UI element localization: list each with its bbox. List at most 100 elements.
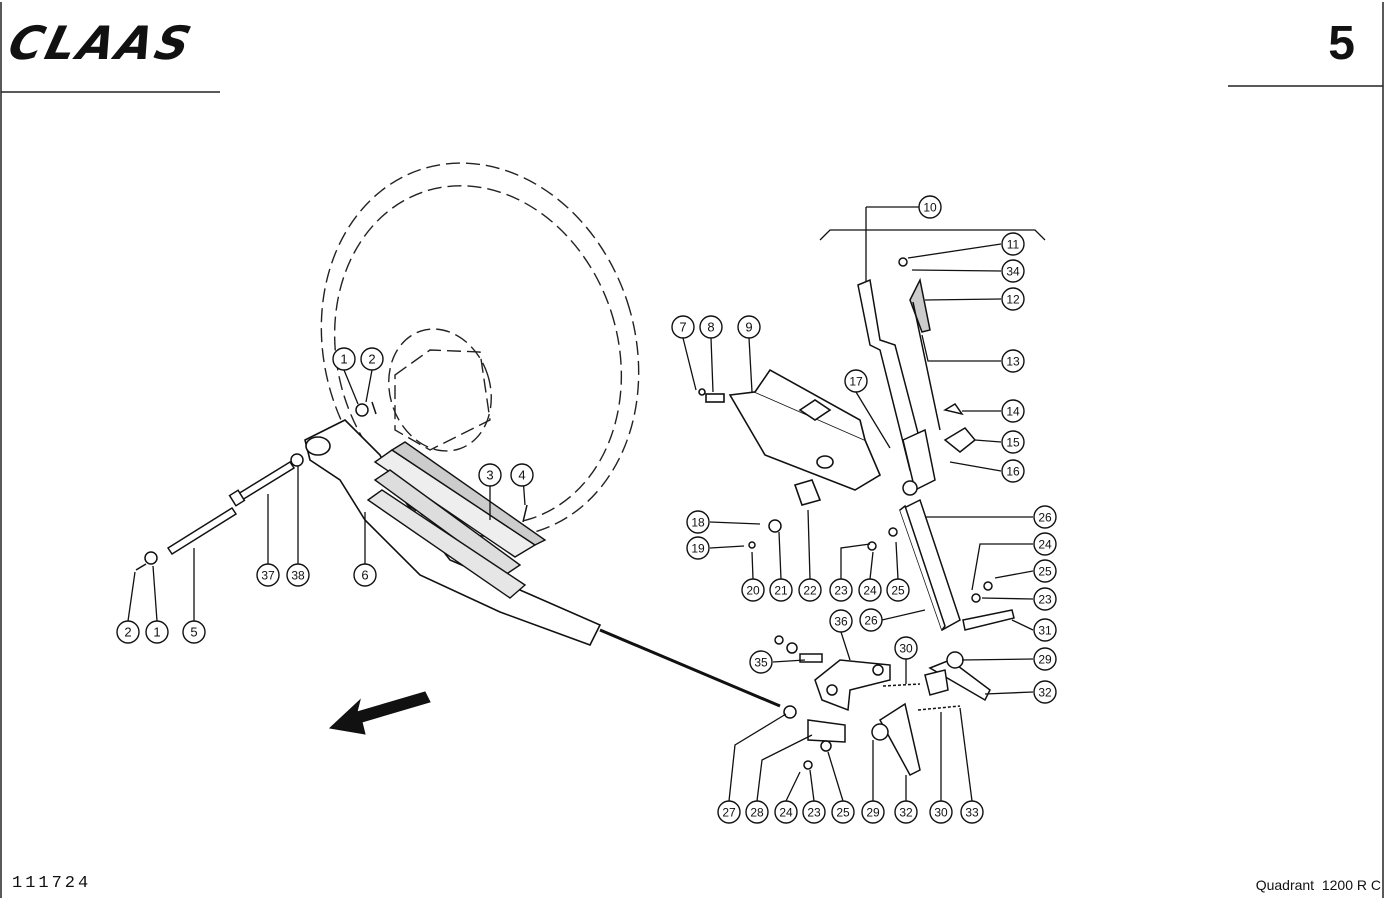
callout-label: 27 [722,806,736,820]
callout-label: 29 [1038,653,1052,667]
callout-c2a: 2 [360,347,384,371]
callout-circle [1001,232,1025,256]
callout-label: 24 [863,584,877,598]
callout-label: 23 [834,584,848,598]
callout-circle [1033,587,1057,611]
callout-label: 24 [779,806,793,820]
callout-label: 14 [1006,405,1020,419]
leader-line [709,545,745,549]
callout-label: 17 [849,375,863,389]
callout-c19: 19 [686,536,710,560]
leader-line [840,631,851,661]
leader-line [807,509,811,580]
leader-lines [127,206,1046,802]
callout-label: 16 [1006,465,1020,479]
callout-circle [671,315,695,339]
callout-circle [1033,559,1057,583]
callout-circle [886,578,910,602]
leader-line [728,713,787,802]
callout-circle [360,347,384,371]
callout-c24a: 24 [858,578,882,602]
callout-circle [894,800,918,824]
callout-label: 2 [368,352,375,367]
callout-c38: 38 [286,563,310,587]
callout-c13: 13 [1001,349,1025,373]
callout-c6: 6 [353,563,377,587]
callout-c36: 36 [829,609,853,633]
callout-label: 31 [1038,624,1052,638]
callout-c28: 28 [745,800,769,824]
callout-label: 25 [1038,565,1052,579]
callout-circle [116,620,140,644]
callout-circle [332,347,356,371]
callout-circle [145,620,169,644]
wear-plates [366,441,547,599]
callout-c12: 12 [1001,287,1025,311]
callout-circle [182,620,206,644]
bracket [698,368,882,506]
callout-label: 29 [866,806,880,820]
callout-c32b: 32 [894,800,918,824]
callout-circle [717,800,741,824]
callout-circle [960,800,984,824]
leader-line [682,337,697,391]
callout-circle [1033,680,1057,704]
model-label: Quadrant 1200 R C [1255,877,1381,893]
callout-label: 13 [1006,355,1020,369]
callout-label: 26 [1038,511,1052,525]
callout-circle [1001,430,1025,454]
leader-line [809,769,815,802]
callout-label: 5 [190,625,197,640]
callout-c21: 21 [769,578,793,602]
callout-c37: 37 [256,563,280,587]
callout-c24c: 24 [774,800,798,824]
callout-label: 1 [340,352,347,367]
callout-label: 22 [803,584,817,598]
leader-line [971,543,1033,591]
callout-circle [1033,618,1057,642]
callout-c20: 20 [741,578,765,602]
callout-circle [861,800,885,824]
callout-label: 36 [834,615,848,629]
pin-assembly-left [135,401,528,571]
leader-line [127,571,136,622]
callout-c29a: 29 [1033,647,1057,671]
callout-c26a: 26 [1033,505,1057,529]
callout-label: 18 [691,516,705,530]
callout-label: 6 [361,568,368,583]
callout-label: 1 [153,625,160,640]
callout-c23b: 23 [1033,587,1057,611]
callout-circle [686,536,710,560]
callout-c35: 35 [749,650,773,674]
callout-c29b: 29 [861,800,885,824]
callout-circle [745,800,769,824]
callout-circle [256,563,280,587]
callout-label: 12 [1006,293,1020,307]
callout-c34: 34 [1001,259,1025,283]
leader-line [748,337,753,393]
callout-c32a: 32 [1033,680,1057,704]
callout-c24b: 24 [1033,532,1057,556]
callout-c26b: 26 [859,608,883,632]
callout-circle [859,608,883,632]
callout-circle [831,800,855,824]
callout-circle [1001,259,1025,283]
leader-line [772,659,806,663]
callout-c14: 14 [1001,399,1025,423]
callout-c2b: 2 [116,620,140,644]
callout-circle [769,578,793,602]
callout-label: 35 [754,656,768,670]
callout-circle [749,650,773,674]
leader-line [819,229,1046,241]
leader-line [949,461,1002,472]
callout-label: 19 [691,542,705,556]
leader-line [778,531,782,580]
callout-label: 4 [518,468,525,483]
leader-line [924,298,1002,301]
callout-label: 25 [891,584,905,598]
callout-circle [1033,647,1057,671]
callout-circle [798,578,822,602]
callout-label: 2 [124,625,131,640]
